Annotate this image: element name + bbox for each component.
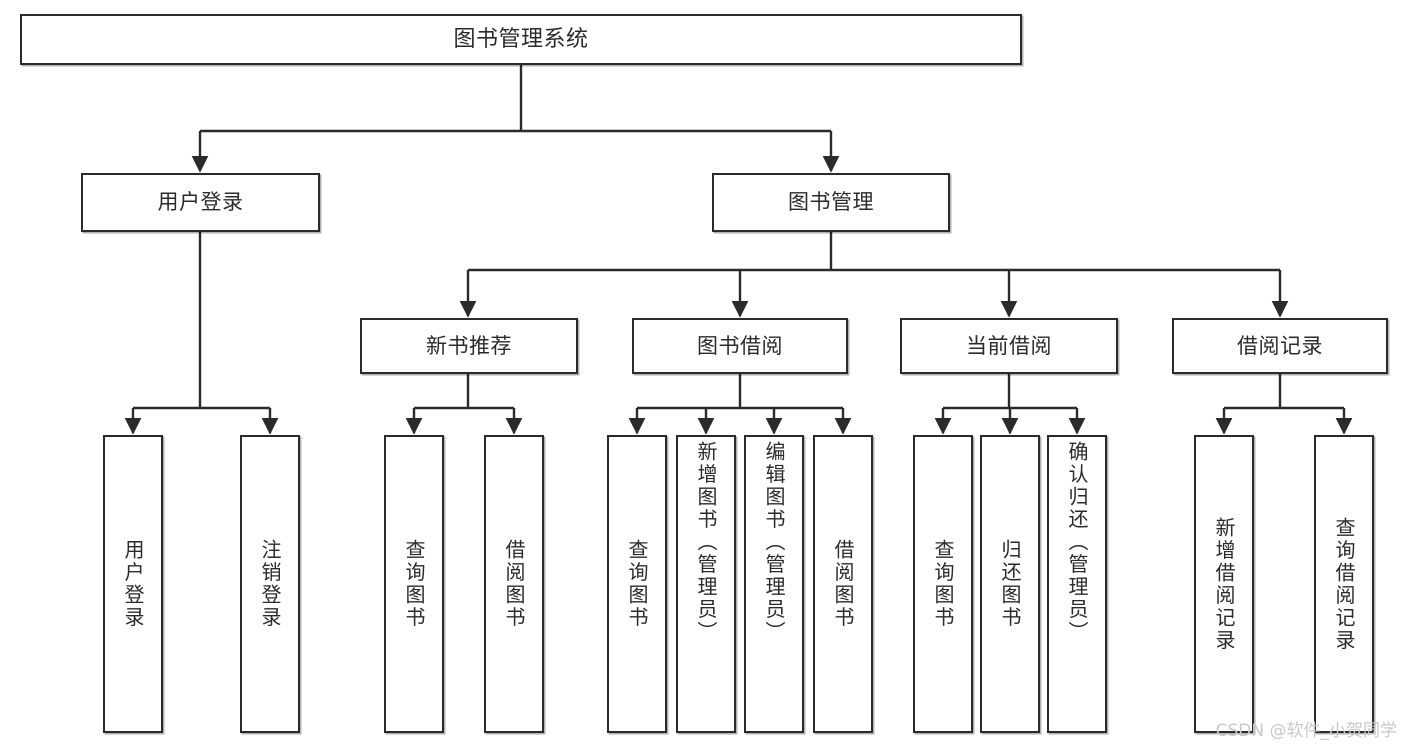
node-borrow-record[interactable]: 借阅记录 [1172, 318, 1388, 374]
node-root-label: 图书管理系统 [453, 26, 589, 52]
node-leaf-query-book-2-label: 查询图书 [625, 539, 649, 629]
node-leaf-user-logout[interactable]: 注销登录 [240, 435, 300, 733]
node-leaf-query-book-3[interactable]: 查询图书 [913, 435, 973, 733]
node-leaf-add-book[interactable]: 新增图书（管理员） [676, 435, 736, 733]
node-new-book-recommend-label: 新书推荐 [426, 333, 512, 358]
node-leaf-add-record[interactable]: 新增借阅记录 [1194, 435, 1254, 733]
node-leaf-confirm-return[interactable]: 确认归还（管理员） [1047, 435, 1107, 733]
node-leaf-query-book-3-label: 查询图书 [931, 539, 955, 629]
node-borrow-record-label: 借阅记录 [1237, 333, 1323, 358]
node-book-borrow[interactable]: 图书借阅 [632, 318, 848, 374]
node-book-management[interactable]: 图书管理 [712, 173, 950, 232]
node-leaf-borrow-book-2-label: 借阅图书 [831, 539, 855, 629]
node-leaf-user-logout-label: 注销登录 [258, 539, 282, 629]
node-book-borrow-label: 图书借阅 [697, 333, 783, 358]
node-leaf-edit-book-label: 编辑图书（管理员） [762, 441, 786, 644]
node-leaf-edit-book[interactable]: 编辑图书（管理员） [744, 435, 804, 733]
node-root[interactable]: 图书管理系统 [20, 14, 1022, 65]
node-leaf-borrow-book-1[interactable]: 借阅图书 [484, 435, 544, 733]
node-leaf-borrow-book-2[interactable]: 借阅图书 [813, 435, 873, 733]
node-new-book-recommend[interactable]: 新书推荐 [360, 318, 578, 374]
node-leaf-query-book-1[interactable]: 查询图书 [384, 435, 444, 733]
node-leaf-return-book[interactable]: 归还图书 [980, 435, 1040, 733]
node-current-borrow[interactable]: 当前借阅 [900, 318, 1118, 374]
node-leaf-return-book-label: 归还图书 [998, 539, 1022, 629]
node-leaf-borrow-book-1-label: 借阅图书 [502, 539, 526, 629]
node-leaf-user-login-label: 用户登录 [121, 539, 145, 629]
node-leaf-query-book-2[interactable]: 查询图书 [607, 435, 667, 733]
node-leaf-query-record-label: 查询借阅记录 [1332, 516, 1356, 652]
node-leaf-add-book-label: 新增图书（管理员） [694, 441, 718, 644]
node-user-login[interactable]: 用户登录 [81, 173, 320, 232]
node-leaf-query-book-1-label: 查询图书 [402, 539, 426, 629]
node-leaf-add-record-label: 新增借阅记录 [1212, 516, 1236, 652]
node-leaf-query-record[interactable]: 查询借阅记录 [1314, 435, 1374, 733]
node-leaf-confirm-return-label: 确认归还（管理员） [1065, 441, 1089, 644]
node-current-borrow-label: 当前借阅 [966, 333, 1052, 358]
csdn-watermark: CSDN @软件_小贺同学 [1215, 721, 1397, 741]
node-user-login-label: 用户登录 [157, 190, 244, 215]
node-leaf-user-login[interactable]: 用户登录 [103, 435, 163, 733]
node-book-management-label: 图书管理 [788, 190, 874, 215]
